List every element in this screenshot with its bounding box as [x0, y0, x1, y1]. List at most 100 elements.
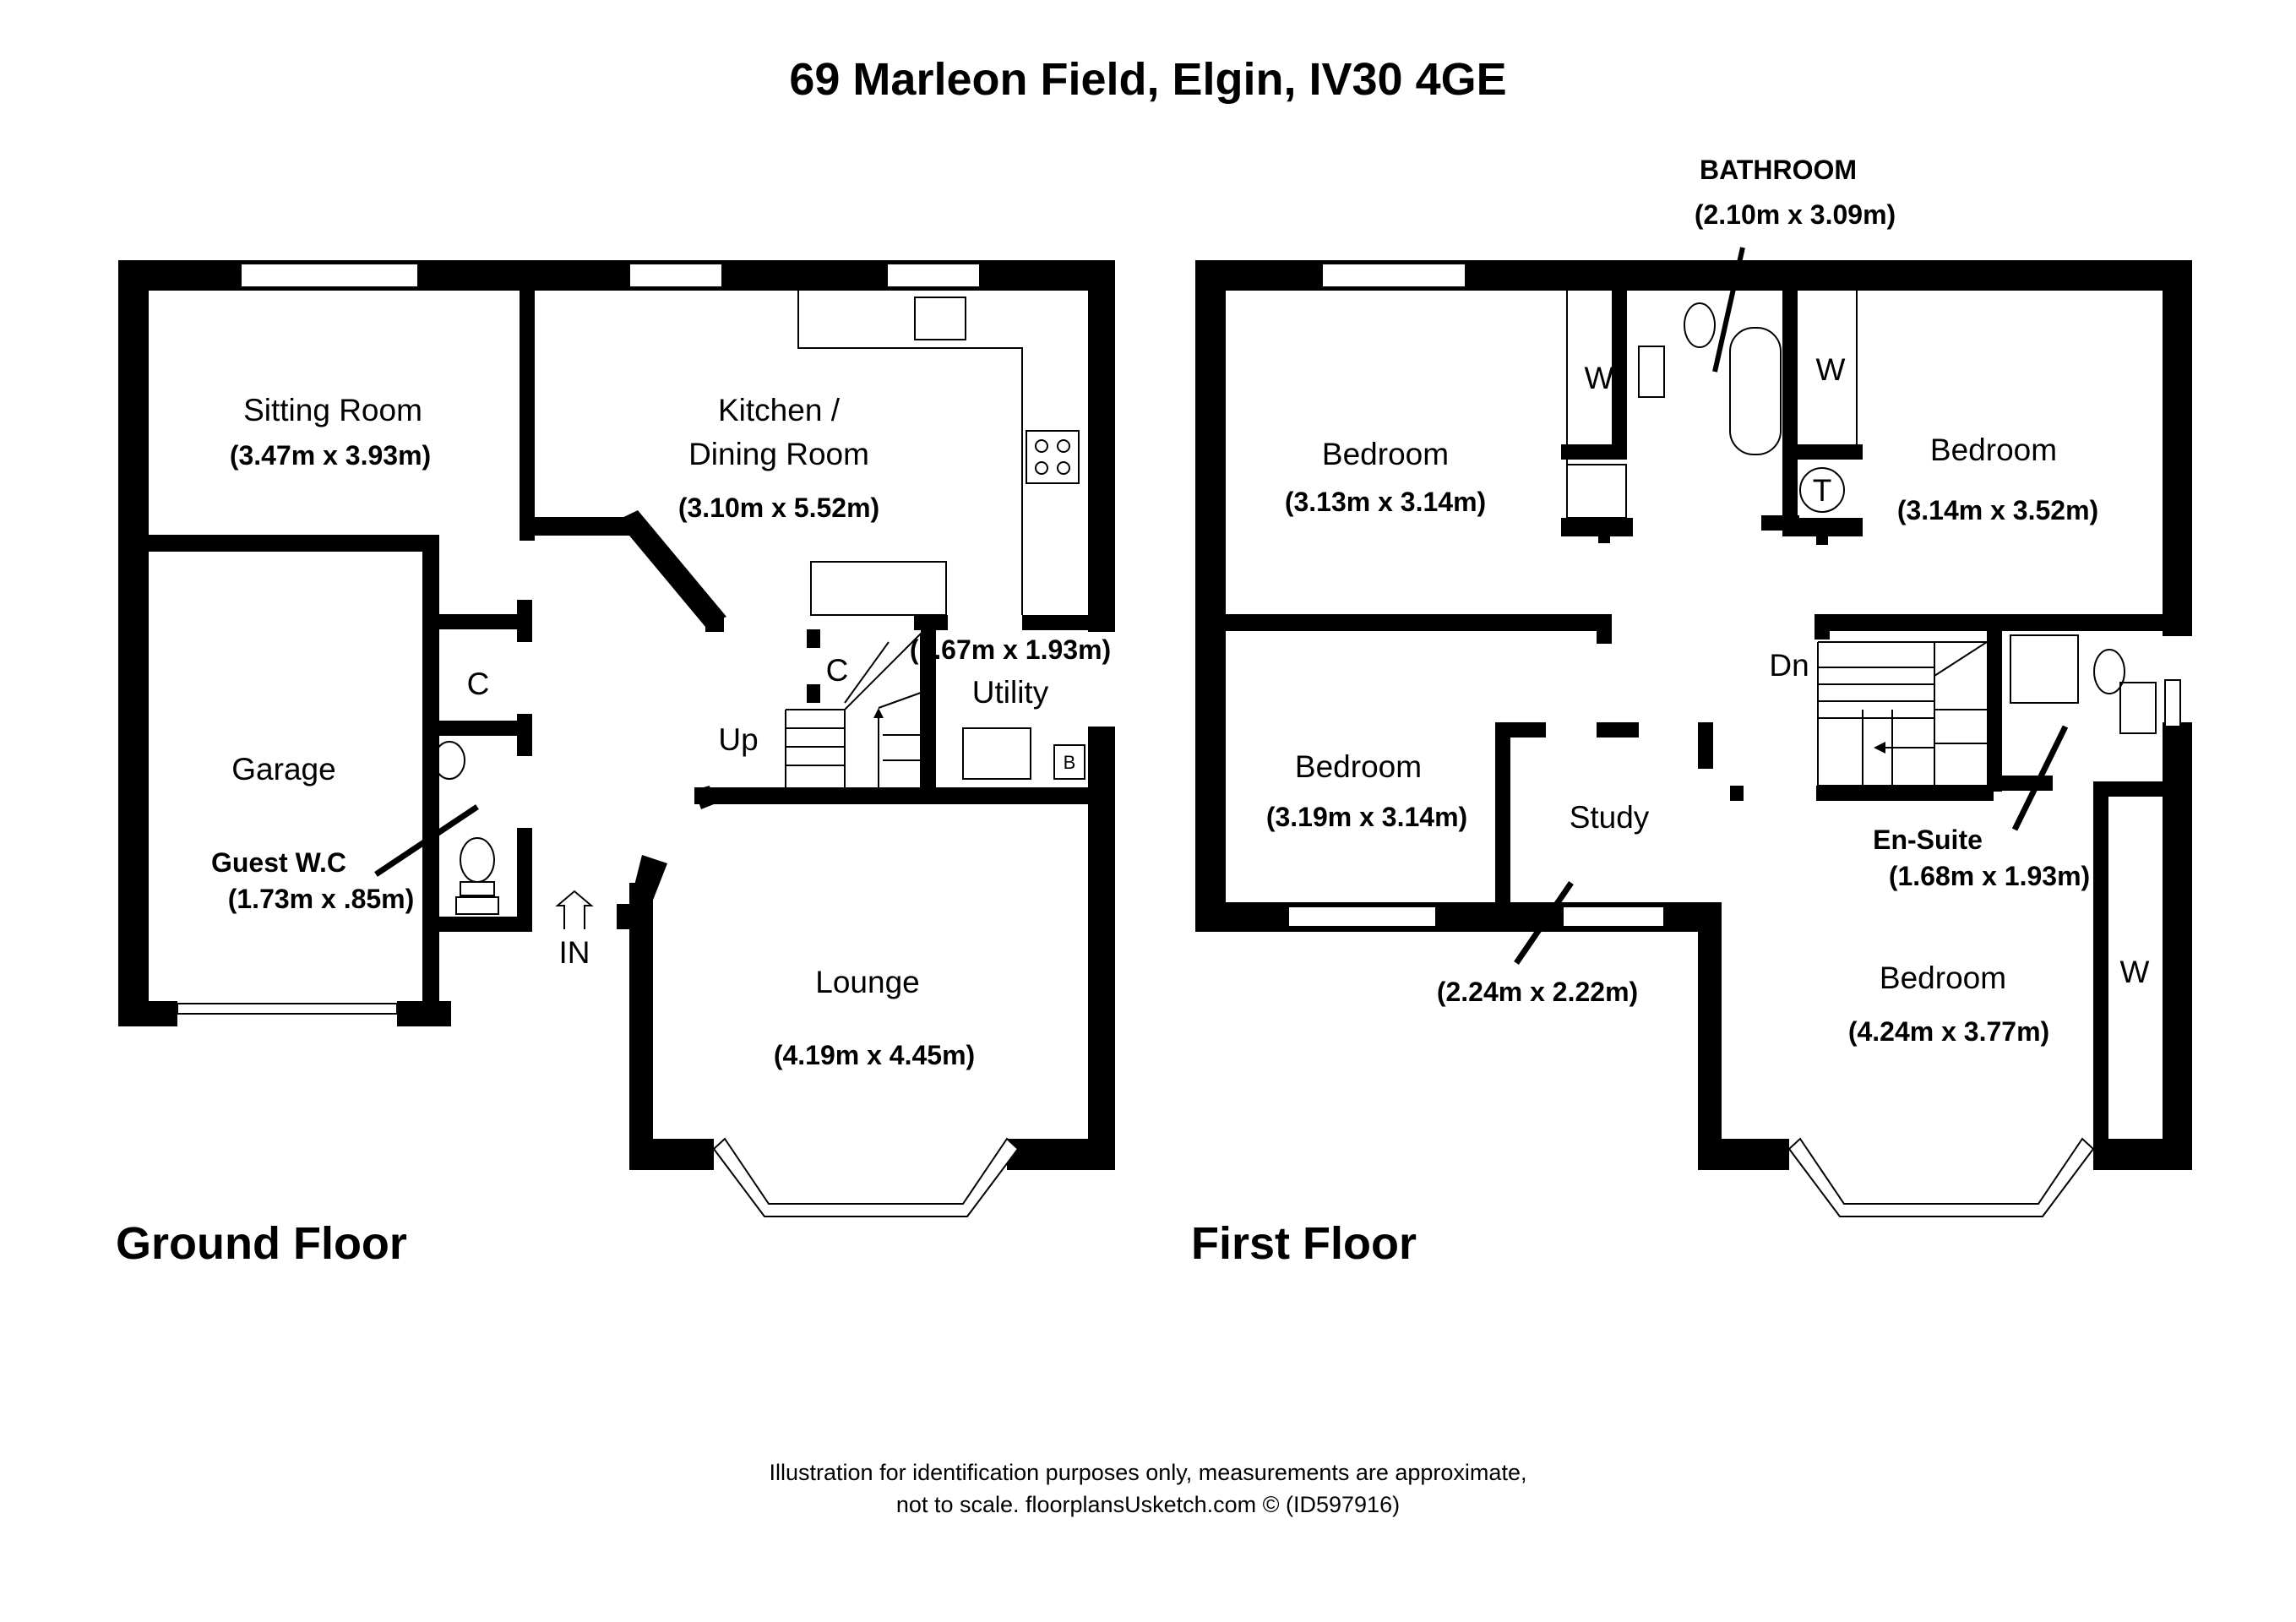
ff-wall-bed1-stub — [1597, 614, 1612, 644]
first-floor-label: First Floor — [1191, 1218, 1417, 1269]
room-dim-bedroom-4: (4.24m x 3.77m) — [1848, 1016, 2049, 1047]
ff-wall-wardrobe-c-top — [2093, 781, 2192, 797]
gf-lounge-bay-window — [712, 1137, 1020, 1217]
label-water-tank: T — [1813, 473, 1832, 508]
ff-wall-study-right — [1698, 722, 1713, 769]
ff-wall-tank-stub — [1816, 528, 1828, 545]
gf-kitchen-sink — [914, 297, 966, 340]
ff-wall-shower-stub — [1598, 518, 1610, 543]
gf-kitchen-island — [810, 561, 947, 616]
disclaimer-line-1: Illustration for identification purposes… — [770, 1460, 1527, 1485]
gf-wall-kitchen-bottom — [520, 517, 629, 536]
ff-bedroom1-window — [1321, 263, 1466, 288]
ff-wall-study-top-a — [1597, 722, 1639, 738]
ff-study-leader — [1514, 881, 1574, 965]
gf-staircase — [785, 631, 922, 787]
room-name-bathroom: BATHROOM — [1700, 155, 1857, 185]
gf-wall-stair-c-stub-b — [807, 684, 820, 703]
label-stairs-up: Up — [718, 722, 758, 757]
label-wardrobe-1: W — [1585, 361, 1614, 395]
gf-wall-sitting-kitchen — [520, 260, 535, 541]
room-name-kitchen: Kitchen / — [718, 393, 841, 427]
ground-floor-label: Ground Floor — [116, 1218, 407, 1269]
ff-bedroom3-window — [1287, 906, 1437, 928]
ff-wall-wardrobe-a — [1612, 291, 1627, 460]
ff-wall-shower-bottom — [1561, 518, 1633, 536]
room-dim-bedroom-3: (3.19m x 3.14m) — [1266, 802, 1467, 832]
room-name-sitting-room: Sitting Room — [243, 393, 422, 427]
gf-wall-stair-c-stub-a — [807, 629, 820, 648]
ff-study-window — [1562, 906, 1665, 928]
ff-wall-right-upper — [2163, 260, 2192, 636]
label-cupboard: C — [467, 667, 490, 701]
ff-ensuite-basin — [2119, 682, 2157, 734]
ff-wall-tank-bottom — [1782, 518, 1863, 536]
ff-wall-bathroom-right — [1782, 291, 1798, 519]
gf-wall-wc-right — [517, 828, 532, 929]
ff-bath-toilet — [1684, 302, 1716, 348]
gf-kitchen-window-b — [886, 263, 981, 288]
ff-wall-bed2-stub — [1814, 614, 1830, 640]
room-name-dining-room: Dining Room — [688, 437, 869, 471]
ff-wall-wardrobe-a-bottom — [1561, 444, 1627, 460]
disclaimer-line-2: not to scale. floorplansUsketch.com © (I… — [896, 1492, 1400, 1517]
room-dim-kitchen: (3.10m x 5.52m) — [678, 493, 879, 523]
ff-wall-front-bottom-left — [1698, 1139, 1789, 1170]
ff-wall-left — [1195, 260, 1226, 932]
gf-wc-window — [455, 896, 499, 915]
room-name-study: Study — [1570, 800, 1650, 835]
label-stairs-down: Dn — [1769, 648, 1809, 683]
entrance-arrow-icon — [555, 890, 594, 929]
ff-bath-basin — [1638, 346, 1665, 398]
gf-boiler-box — [1053, 744, 1085, 780]
label-cupboard-under-stairs: C — [826, 653, 849, 688]
gf-garage-door — [177, 1003, 398, 1015]
room-dim-study: (2.24m x 2.22m) — [1437, 977, 1638, 1007]
gf-wall-utility-top-a — [914, 615, 948, 630]
plan-title: 69 Marleon Field, Elgin, IV30 4GE — [789, 54, 1506, 105]
gf-wall-garage-bottom-left — [118, 1001, 177, 1026]
room-name-lounge: Lounge — [815, 965, 919, 999]
gf-utility-sink — [962, 727, 1031, 780]
gf-wall-cupboard-top — [422, 614, 532, 629]
room-name-bedroom-1: Bedroom — [1322, 437, 1449, 471]
ff-wall-stairs-bottom — [1816, 786, 1994, 801]
gf-wall-right-upper — [1088, 260, 1115, 632]
gf-wall-kitchen-stub — [705, 615, 724, 632]
ff-wall-right-lower — [2163, 722, 2192, 1170]
ff-wall-bed1-bed3 — [1195, 614, 1601, 631]
gf-wc-leader — [374, 804, 479, 877]
room-dim-bedroom-2: (3.14m x 3.52m) — [1897, 495, 2098, 525]
gf-wall-utility-top-b — [1022, 615, 1115, 630]
ff-wall-wardrobe-c-left — [2093, 781, 2108, 1170]
room-dim-guest-wc: (1.73m x .85m) — [228, 884, 415, 914]
room-name-guest-wc: Guest W.C — [211, 847, 346, 878]
ff-wall-ensuite-left — [1987, 629, 2002, 792]
label-boiler: B — [1064, 752, 1076, 773]
ff-shower-tray — [1566, 464, 1627, 519]
ff-wall-tank-top — [1787, 444, 1863, 460]
room-name-bedroom-2: Bedroom — [1930, 433, 2057, 467]
first-floor-plan — [1195, 247, 2192, 1217]
room-dim-bedroom-1: (3.13m x 3.14m) — [1285, 487, 1486, 517]
ff-wall-front-left — [1698, 902, 1722, 1170]
label-wardrobe-3: W — [2120, 955, 2150, 989]
room-dim-en-suite: (1.68m x 1.93m) — [1889, 861, 2090, 891]
gf-kitchen-window-a — [628, 263, 723, 288]
gf-wall-lounge-top — [694, 787, 946, 804]
ff-wall-bed2-bottom — [1814, 614, 2190, 631]
ff-wall-study-left — [1495, 722, 1510, 912]
gf-sitting-window — [240, 263, 419, 288]
ff-water-tank — [1799, 467, 1845, 513]
room-name-garage: Garage — [231, 752, 335, 787]
ff-ensuite-window — [2164, 679, 2181, 727]
ff-ensuite-toilet — [2093, 649, 2125, 694]
gf-wall-lounge-top-end — [694, 786, 714, 809]
room-name-utility: Utility — [972, 675, 1049, 710]
ground-floor-plan — [118, 260, 1115, 1217]
gf-wall-garage-right — [422, 535, 439, 1026]
gf-wall-kitchen-diagonal — [617, 510, 726, 627]
ff-ensuite-shower — [2010, 634, 2079, 704]
label-entrance: IN — [559, 935, 590, 970]
gf-wall-cupboard-door-b — [517, 714, 532, 756]
